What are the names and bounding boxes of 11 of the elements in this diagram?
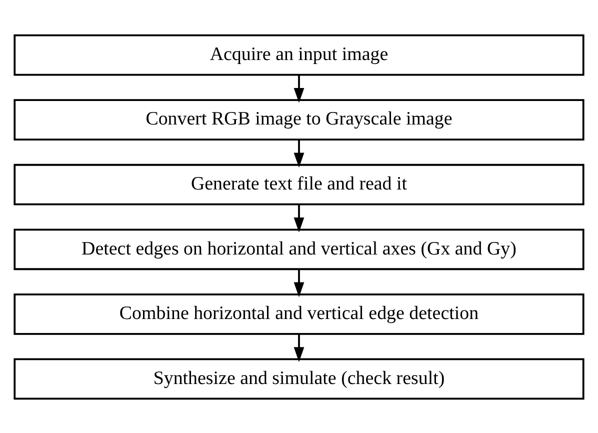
arrow	[294, 269, 304, 297]
node-box: Generate text file and read it	[14, 163, 584, 205]
arrow	[294, 334, 304, 362]
node-box: Synthesize and simulate (check result)	[14, 358, 584, 400]
node-box: Detect edges on horizontal and vertical axes (Gx and Gy)	[14, 228, 584, 270]
arrow	[294, 140, 304, 168]
arrow	[294, 74, 304, 102]
node-box: Combine horizontal and vertical edge detection	[14, 292, 584, 334]
node-box: Acquire an input image	[14, 34, 584, 76]
arrow	[294, 204, 304, 232]
node-box: Convert RGB image to Grayscale image	[14, 98, 584, 140]
